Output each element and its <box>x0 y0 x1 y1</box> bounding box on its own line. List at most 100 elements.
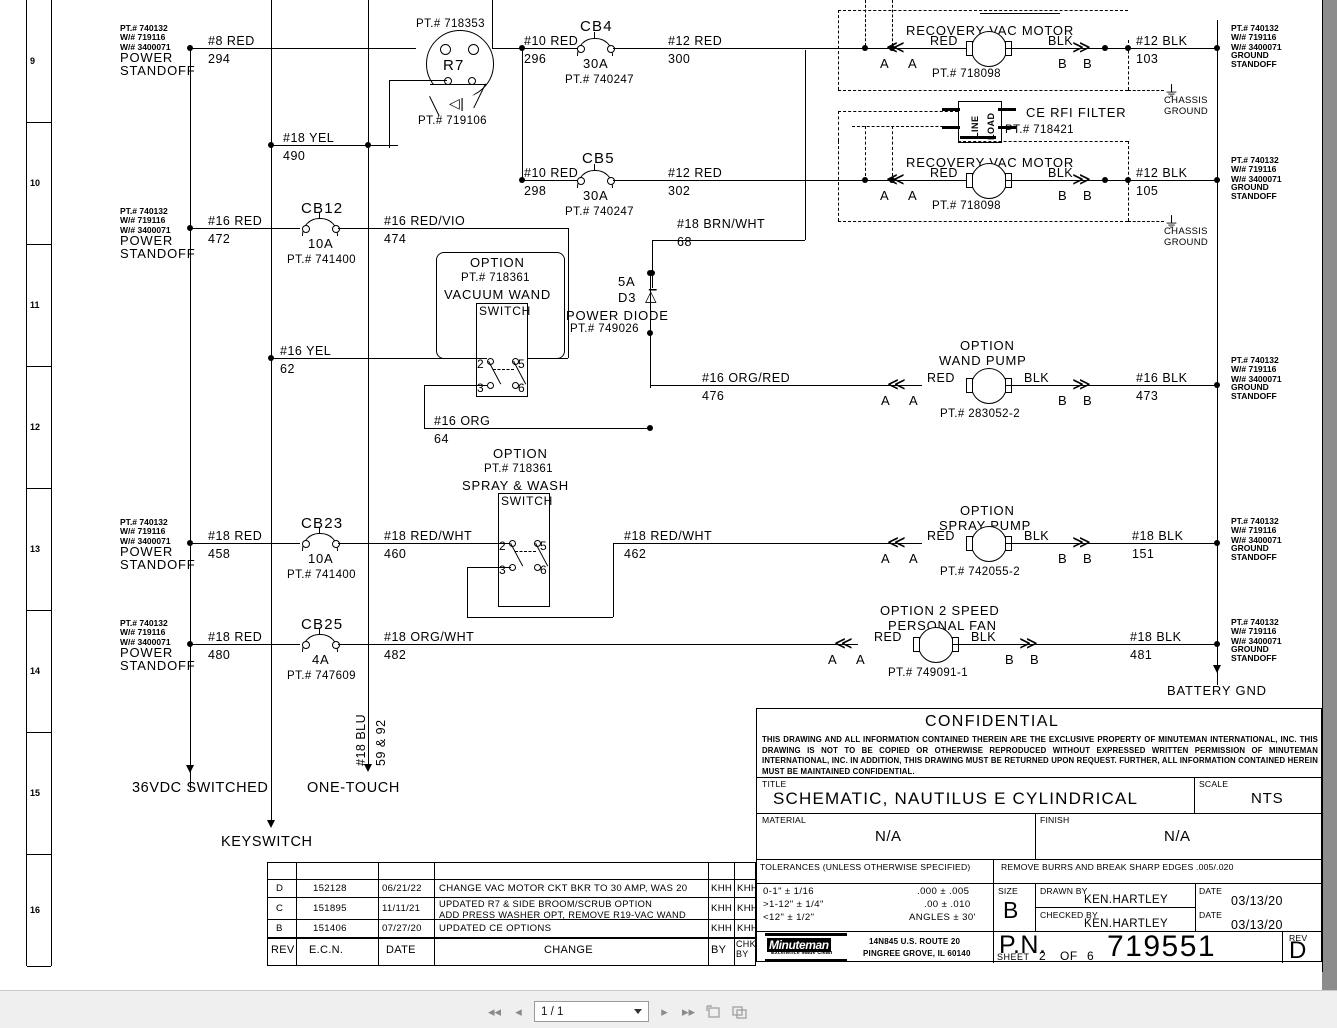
keyswitch-label: KEYSWITCH <box>221 834 313 850</box>
next-page-icon[interactable]: ▸ <box>661 1003 668 1019</box>
rev-cell-date: 07/27/20 <box>382 923 422 934</box>
breaker-rating: 30A <box>583 188 609 203</box>
checked-by-value: KEN.HARTLEY <box>1084 918 1168 930</box>
wire-label: #12 BLK <box>1136 34 1187 48</box>
cb4-terminal <box>577 45 585 53</box>
label-text: MATERIAL <box>762 815 806 825</box>
power-standoff-label: POWER STANDOFF <box>120 545 196 571</box>
logo-bar-top <box>765 933 847 936</box>
device-name: SPRAY PUMP <box>939 518 1032 533</box>
chevron-down-icon[interactable] <box>634 1009 642 1014</box>
standoff-l2: STANDOFF <box>1231 391 1277 402</box>
chassis-ground-icon: ⏚ <box>1164 214 1180 231</box>
cb12-rating: 10A <box>308 236 334 251</box>
wire-label: #16 ORG/RED <box>702 371 790 385</box>
rev-cell-chk: KHH <box>737 883 758 894</box>
tb-divider <box>757 777 1321 779</box>
first-page-icon[interactable]: ◂◂ <box>487 1003 502 1019</box>
motor-cap <box>966 536 973 551</box>
switch-pin[interactable] <box>487 358 494 365</box>
fan-blk: BLK <box>971 630 996 644</box>
option-text: OPTION 2 SPEED <box>880 603 1000 618</box>
zone-marker: 9 <box>27 0 51 123</box>
vac2-blk: BLK <box>1048 166 1073 180</box>
connector-a: A <box>909 551 918 566</box>
r7-pt: PT.# 718353 <box>416 18 485 30</box>
wire-462-leg <box>613 543 614 617</box>
spraypump-motor-icon <box>971 526 1007 562</box>
ecn-value: 151895 <box>313 903 347 914</box>
sheet-number: 2 <box>1039 949 1046 963</box>
spraywash-switch-box[interactable] <box>498 493 550 607</box>
switch-pin[interactable] <box>512 358 519 365</box>
left-gutter <box>0 0 12 990</box>
diode-fill <box>430 84 486 108</box>
pin-num: 2 <box>499 539 507 553</box>
previous-page-icon[interactable]: ◂ <box>515 1003 522 1019</box>
wire-label: #18 BLK <box>1132 529 1183 543</box>
tol-row-right: ANGLES ± 30' <box>909 912 976 923</box>
tolerances-label: TOLERANCES (UNLESS OTHERWISE SPECIFIED) <box>760 862 970 872</box>
wire-num: 474 <box>384 232 407 246</box>
pin-label-3: 3 <box>477 381 484 395</box>
col-change: CHANGE <box>544 944 593 956</box>
vacwand-switch-box[interactable] <box>476 303 528 397</box>
ground-bus-right <box>1217 20 1218 685</box>
label-text: SIZE <box>998 886 1018 896</box>
pin-num: 3 <box>499 563 507 577</box>
wire-460 <box>338 543 510 544</box>
last-page-icon[interactable]: ▸▸ <box>681 1003 696 1019</box>
pt-number: PT.# 718098 <box>932 200 1001 212</box>
wire-64 <box>424 385 487 386</box>
date-value: 07/27/20 <box>382 923 422 934</box>
cb12-terminal <box>332 225 340 233</box>
pin-num: 6 <box>540 563 548 577</box>
wire-label: #10 RED <box>524 34 578 48</box>
motor-cap <box>966 173 973 188</box>
wandpump-blk: BLK <box>1024 371 1049 385</box>
wire-num: 462 <box>624 547 647 561</box>
wire-number: 482 <box>384 648 406 662</box>
page-number-input[interactable]: 1 / 1 <box>534 1001 649 1022</box>
sheet-label: SHEET <box>997 952 1030 962</box>
switch-pin[interactable] <box>534 540 541 547</box>
zone-label: 12 <box>30 422 41 432</box>
pt-number: PT.# 740132 <box>120 517 168 527</box>
wire-num: 298 <box>524 184 547 198</box>
switch-pin[interactable] <box>512 382 519 389</box>
wire-gauge: #10 RED <box>524 166 579 180</box>
rev-label: REV <box>1289 933 1307 943</box>
cb4-stem <box>594 32 595 39</box>
zone-marker: 16 <box>27 854 51 967</box>
wire-number: 302 <box>668 184 690 198</box>
switch-pin[interactable] <box>534 564 541 571</box>
fan-option-label: OPTION 2 SPEED <box>880 603 1000 618</box>
switch-pin[interactable] <box>487 382 494 389</box>
wire-num: 294 <box>208 52 231 66</box>
w-number: W/# 3400071 <box>1231 534 1282 545</box>
wire-number: 490 <box>283 149 305 163</box>
tb-divider <box>1035 907 1195 909</box>
blu-wire-number-label: 59 & 92 <box>374 719 388 766</box>
wire-300 <box>613 48 805 49</box>
vertical-scroll-gutter[interactable] <box>1322 0 1337 990</box>
checked-text: KEN.HARTLEY <box>1084 918 1169 930</box>
fan-motor-icon <box>918 627 954 663</box>
bus-arrow <box>267 820 275 828</box>
rfi-pt: PT.# 718421 <box>1005 124 1074 136</box>
fit-page-icon[interactable] <box>704 1003 723 1020</box>
tol-row-left: 0-1" ± 1/16 <box>763 886 814 897</box>
cb23-stem <box>319 527 320 534</box>
ecn-value: 152128 <box>313 883 347 894</box>
vac1-shield <box>838 10 1128 11</box>
zone-label: 9 <box>30 56 36 66</box>
wire-cb4-in <box>522 48 579 49</box>
wire-number: 462 <box>624 547 646 561</box>
tb-divider <box>757 883 1321 885</box>
finish-value: N/A <box>1164 828 1191 845</box>
tol-row-right: .00 ± .010 <box>924 899 971 910</box>
wire-num: 68 <box>677 235 692 249</box>
pt-number: PT.# 719106 <box>418 115 487 127</box>
rotate-view-icon[interactable] <box>730 1003 749 1020</box>
wire-num: 490 <box>283 149 306 163</box>
